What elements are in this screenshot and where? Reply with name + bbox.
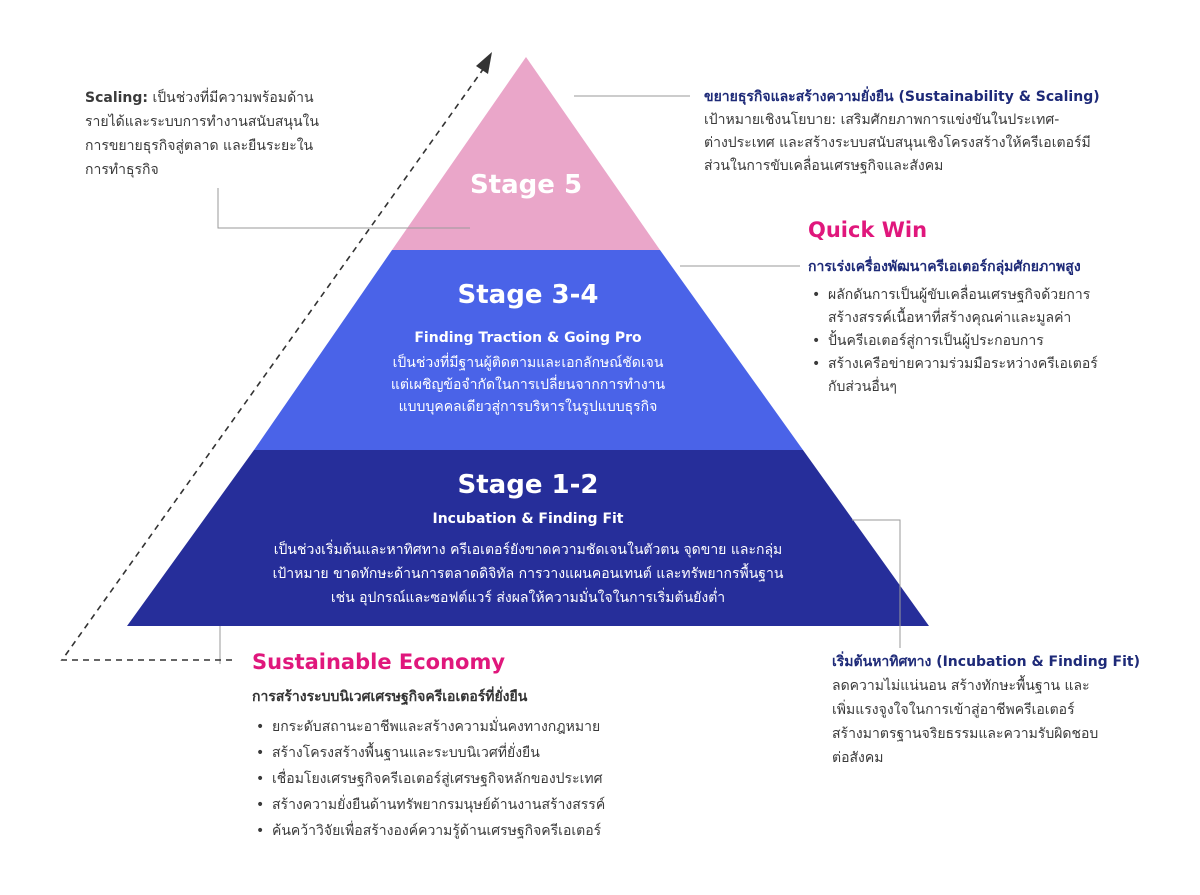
quick-win-bullet-line: ผลักดันการเป็นผู้ขับเคลื่อนเศรษฐกิจด้วยก… <box>828 287 1091 303</box>
stage-3-4-title: Stage 3-4 <box>457 280 599 310</box>
sustainability-note-line: เป้าหมายเชิงนโยบาย: เสริมศักยภาพการแข่งข… <box>704 112 1060 128</box>
stage-1-2-subtitle: Incubation & Finding Fit <box>432 511 624 527</box>
sustainability-note-line: ส่วนในการขับเคลื่อนเศรษฐกิจและสังคม <box>704 158 944 174</box>
bullet-icon: • <box>256 823 265 839</box>
scaling-line-rest: เป็นช่วงที่มีความพร้อมด้าน <box>148 90 314 106</box>
scaling-note-line: Scaling: เป็นช่วงที่มีความพร้อมด้าน <box>85 86 319 110</box>
bullet-icon: • <box>812 333 821 349</box>
quick-win-bullet-line: ปั้นครีเอเตอร์สู่การเป็นผู้ประกอบการ <box>828 333 1044 349</box>
list-item: • สร้างเครือข่ายความร่วมมือระหว่างครีเอเต… <box>808 353 1098 399</box>
sustainability-note-line: ต่างประเทศ และสร้างระบบสนับสนุนเชิงโครงส… <box>704 135 1091 151</box>
stage-5-title: Stage 5 <box>469 170 583 200</box>
connector-incubation <box>852 519 901 648</box>
stage-3-4-desc-line: เป็นช่วงที่มีฐานผู้ติดตามและเอกลักษณ์ชัด… <box>392 355 664 371</box>
quick-win-subtitle: การเร่งเครื่องพัฒนาครีเอเตอร์กลุ่มศักยภา… <box>808 259 1081 275</box>
sustainability-note-title: ขยายธุรกิจและสร้างความยั่งยืน (Sustainab… <box>704 89 1100 105</box>
incubation-note-line: ต่อสังคม <box>832 750 884 766</box>
list-item: • สร้างโครงสร้างพื้นฐานและระบบนิเวศที่ยั่… <box>252 740 605 766</box>
incubation-note-line: สร้างมาตรฐานจริยธรรมและความรับผิดชอบ <box>832 726 1099 742</box>
bullet-icon: • <box>256 745 265 761</box>
list-item: • ปั้นครีเอเตอร์สู่การเป็นผู้ประกอบการ <box>808 330 1098 353</box>
list-item: • ค้นคว้าวิจัยเพื่อสร้างองค์ความรู้ด้านเศ… <box>252 818 605 844</box>
quick-win-bullet-line: สร้างสรรค์เนื้อหาที่สร้างคุณค่าและมูลค่า <box>828 310 1072 326</box>
bullet-icon: • <box>812 356 821 372</box>
incubation-note: เริ่มต้นหาทิศทาง (Incubation & Finding F… <box>832 650 1140 770</box>
bullet-icon: • <box>812 287 821 303</box>
stage-3-4-tier <box>254 250 803 450</box>
list-item: • ยกระดับสถานะอาชีพและสร้างความมั่นคงทางก… <box>252 714 605 740</box>
growth-dashed-arrow <box>60 67 485 661</box>
stage-5-tier <box>392 57 660 250</box>
sustainable-economy-list: • ยกระดับสถานะอาชีพและสร้างความมั่นคงทางก… <box>252 714 605 844</box>
sustainable-economy-bullet: สร้างความยั่งยืนด้านทรัพยากรมนุษย์ด้านงา… <box>272 797 606 813</box>
incubation-note-title: เริ่มต้นหาทิศทาง (Incubation & Finding F… <box>832 654 1141 670</box>
list-item: • ผลักดันการเป็นผู้ขับเคลื่อนเศรษฐกิจด้วย… <box>808 284 1098 330</box>
sustainable-economy-bullet: สร้างโครงสร้างพื้นฐานและระบบนิเวศที่ยั่ง… <box>272 745 540 761</box>
scaling-note-line: การขยายธุรกิจสู่ตลาด และยืนระยะใน <box>85 138 314 154</box>
stage-1-2-desc-line: เป้าหมาย ขาดทักษะด้านการตลาดดิจิทัล การว… <box>272 566 784 582</box>
bullet-icon: • <box>256 719 265 735</box>
stage-1-2-desc-line: เช่น อุปกรณ์และซอฟต์แวร์ ส่งผลให้ความมั่… <box>330 590 726 606</box>
bullet-icon: • <box>256 771 265 787</box>
sustainable-economy-title: Sustainable Economy <box>252 650 506 674</box>
quick-win-list: • ผลักดันการเป็นผู้ขับเคลื่อนเศรษฐกิจด้วย… <box>808 284 1098 399</box>
quick-win-title: Quick Win <box>808 218 928 242</box>
sustainable-economy-subtitle: การสร้างระบบนิเวศเศรษฐกิจครีเอเตอร์ที่ยั… <box>252 689 528 705</box>
stage-3-4-description: เป็นช่วงที่มีฐานผู้ติดตามและเอกลักษณ์ชัด… <box>328 352 728 418</box>
incubation-note-line: เพิ่มแรงจูงใจในการเข้าสู่อาชีพครีเอเตอร์ <box>832 702 1075 718</box>
sustainable-economy-bullet: ยกระดับสถานะอาชีพและสร้างความมั่นคงทางกฎ… <box>272 719 601 735</box>
sustainable-economy-bullet: ค้นคว้าวิจัยเพื่อสร้างองค์ความรู้ด้านเศร… <box>272 823 602 839</box>
stage-1-2-tier <box>127 450 929 626</box>
scaling-note: Scaling: เป็นช่วงที่มีความพร้อมด้าน รายไ… <box>85 86 319 182</box>
list-item: • สร้างความยั่งยืนด้านทรัพยากรมนุษย์ด้านง… <box>252 792 605 818</box>
stage-1-2-description: เป็นช่วงเริ่มต้นและหาทิศทาง ครีเอเตอร์ยั… <box>178 538 878 610</box>
scaling-lead: Scaling: <box>85 90 149 106</box>
incubation-note-line: ลดความไม่แน่นอน สร้างทักษะพื้นฐาน และ <box>832 678 1090 694</box>
scaling-note-line: การทำธุรกิจ <box>85 162 159 178</box>
list-item: • เชื่อมโยงเศรษฐกิจครีเอเตอร์สู่เศรษฐกิจห… <box>252 766 605 792</box>
connector-scaling <box>217 188 470 229</box>
quick-win-bullet-line: สร้างเครือข่ายความร่วมมือระหว่างครีเอเตอ… <box>828 356 1098 372</box>
quick-win-bullet-line: กับส่วนอื่นๆ <box>828 379 897 395</box>
stage-1-2-title: Stage 1-2 <box>457 470 599 500</box>
sustainable-economy-bullet: เชื่อมโยงเศรษฐกิจครีเอเตอร์สู่เศรษฐกิจหล… <box>272 771 603 787</box>
sustainability-note: ขยายธุรกิจและสร้างความยั่งยืน (Sustainab… <box>704 86 1100 178</box>
stage-3-4-desc-line: แบบบุคคลเดียวสู่การบริหารในรูปแบบธุรกิจ <box>398 399 658 415</box>
bullet-icon: • <box>256 797 265 813</box>
stage-1-2-desc-line: เป็นช่วงเริ่มต้นและหาทิศทาง ครีเอเตอร์ยั… <box>273 542 783 558</box>
scaling-note-line: รายได้และระบบการทำงานสนับสนุนใน <box>85 114 319 130</box>
stage-3-4-subtitle: Finding Traction & Going Pro <box>414 330 642 346</box>
arrow-head-icon <box>476 52 492 74</box>
stage-3-4-desc-line: แต่เผชิญข้อจำกัดในการเปลี่ยนจากการทำงาน <box>390 377 666 393</box>
